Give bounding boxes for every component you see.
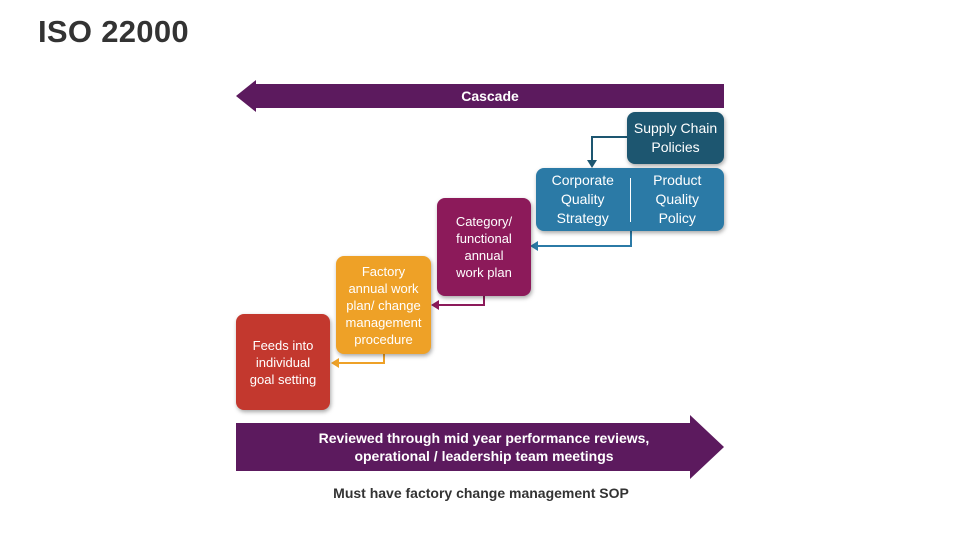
connector-arrowhead [530,241,538,251]
connector-supply-to-corporate [591,136,628,162]
goal-setting-box: Feeds into individual goal setting [236,314,330,410]
supply-chain-policies-label: Supply Chain Policies [633,120,718,155]
corporate-quality-strategy-label: Corporate Quality Strategy [551,172,614,226]
category-work-plan-label: Category/ functional annual work plan [455,214,513,280]
corporate-product-quality-box: Corporate Quality Strategy Product Quali… [536,168,724,231]
factory-work-plan-box: Factory annual work plan/ change managem… [336,256,431,354]
footer-note: Must have factory change management SOP [333,485,629,501]
connector-arrowhead [431,300,439,310]
product-quality-policy-label: Product Quality Policy [653,172,702,226]
category-work-plan-box: Category/ functional annual work plan [437,198,531,296]
connector-category-to-factory [437,296,485,306]
cascade-label: Cascade [461,88,519,104]
connector-corporate-to-category [536,231,632,247]
connector-factory-to-goal [337,354,385,364]
supply-chain-policies-box: Supply Chain Policies [627,112,724,164]
goal-setting-label: Feeds into individual goal setting [249,337,317,387]
connector-arrowhead [587,160,597,168]
review-arrow [236,415,724,479]
review-label: Reviewed through mid year performance re… [318,430,650,464]
box-divider [629,177,631,222]
page-title: ISO 22000 [38,14,189,49]
factory-work-plan-label: Factory annual work plan/ change managem… [345,263,422,347]
connector-arrowhead [331,358,339,368]
cascade-arrow [236,80,724,112]
